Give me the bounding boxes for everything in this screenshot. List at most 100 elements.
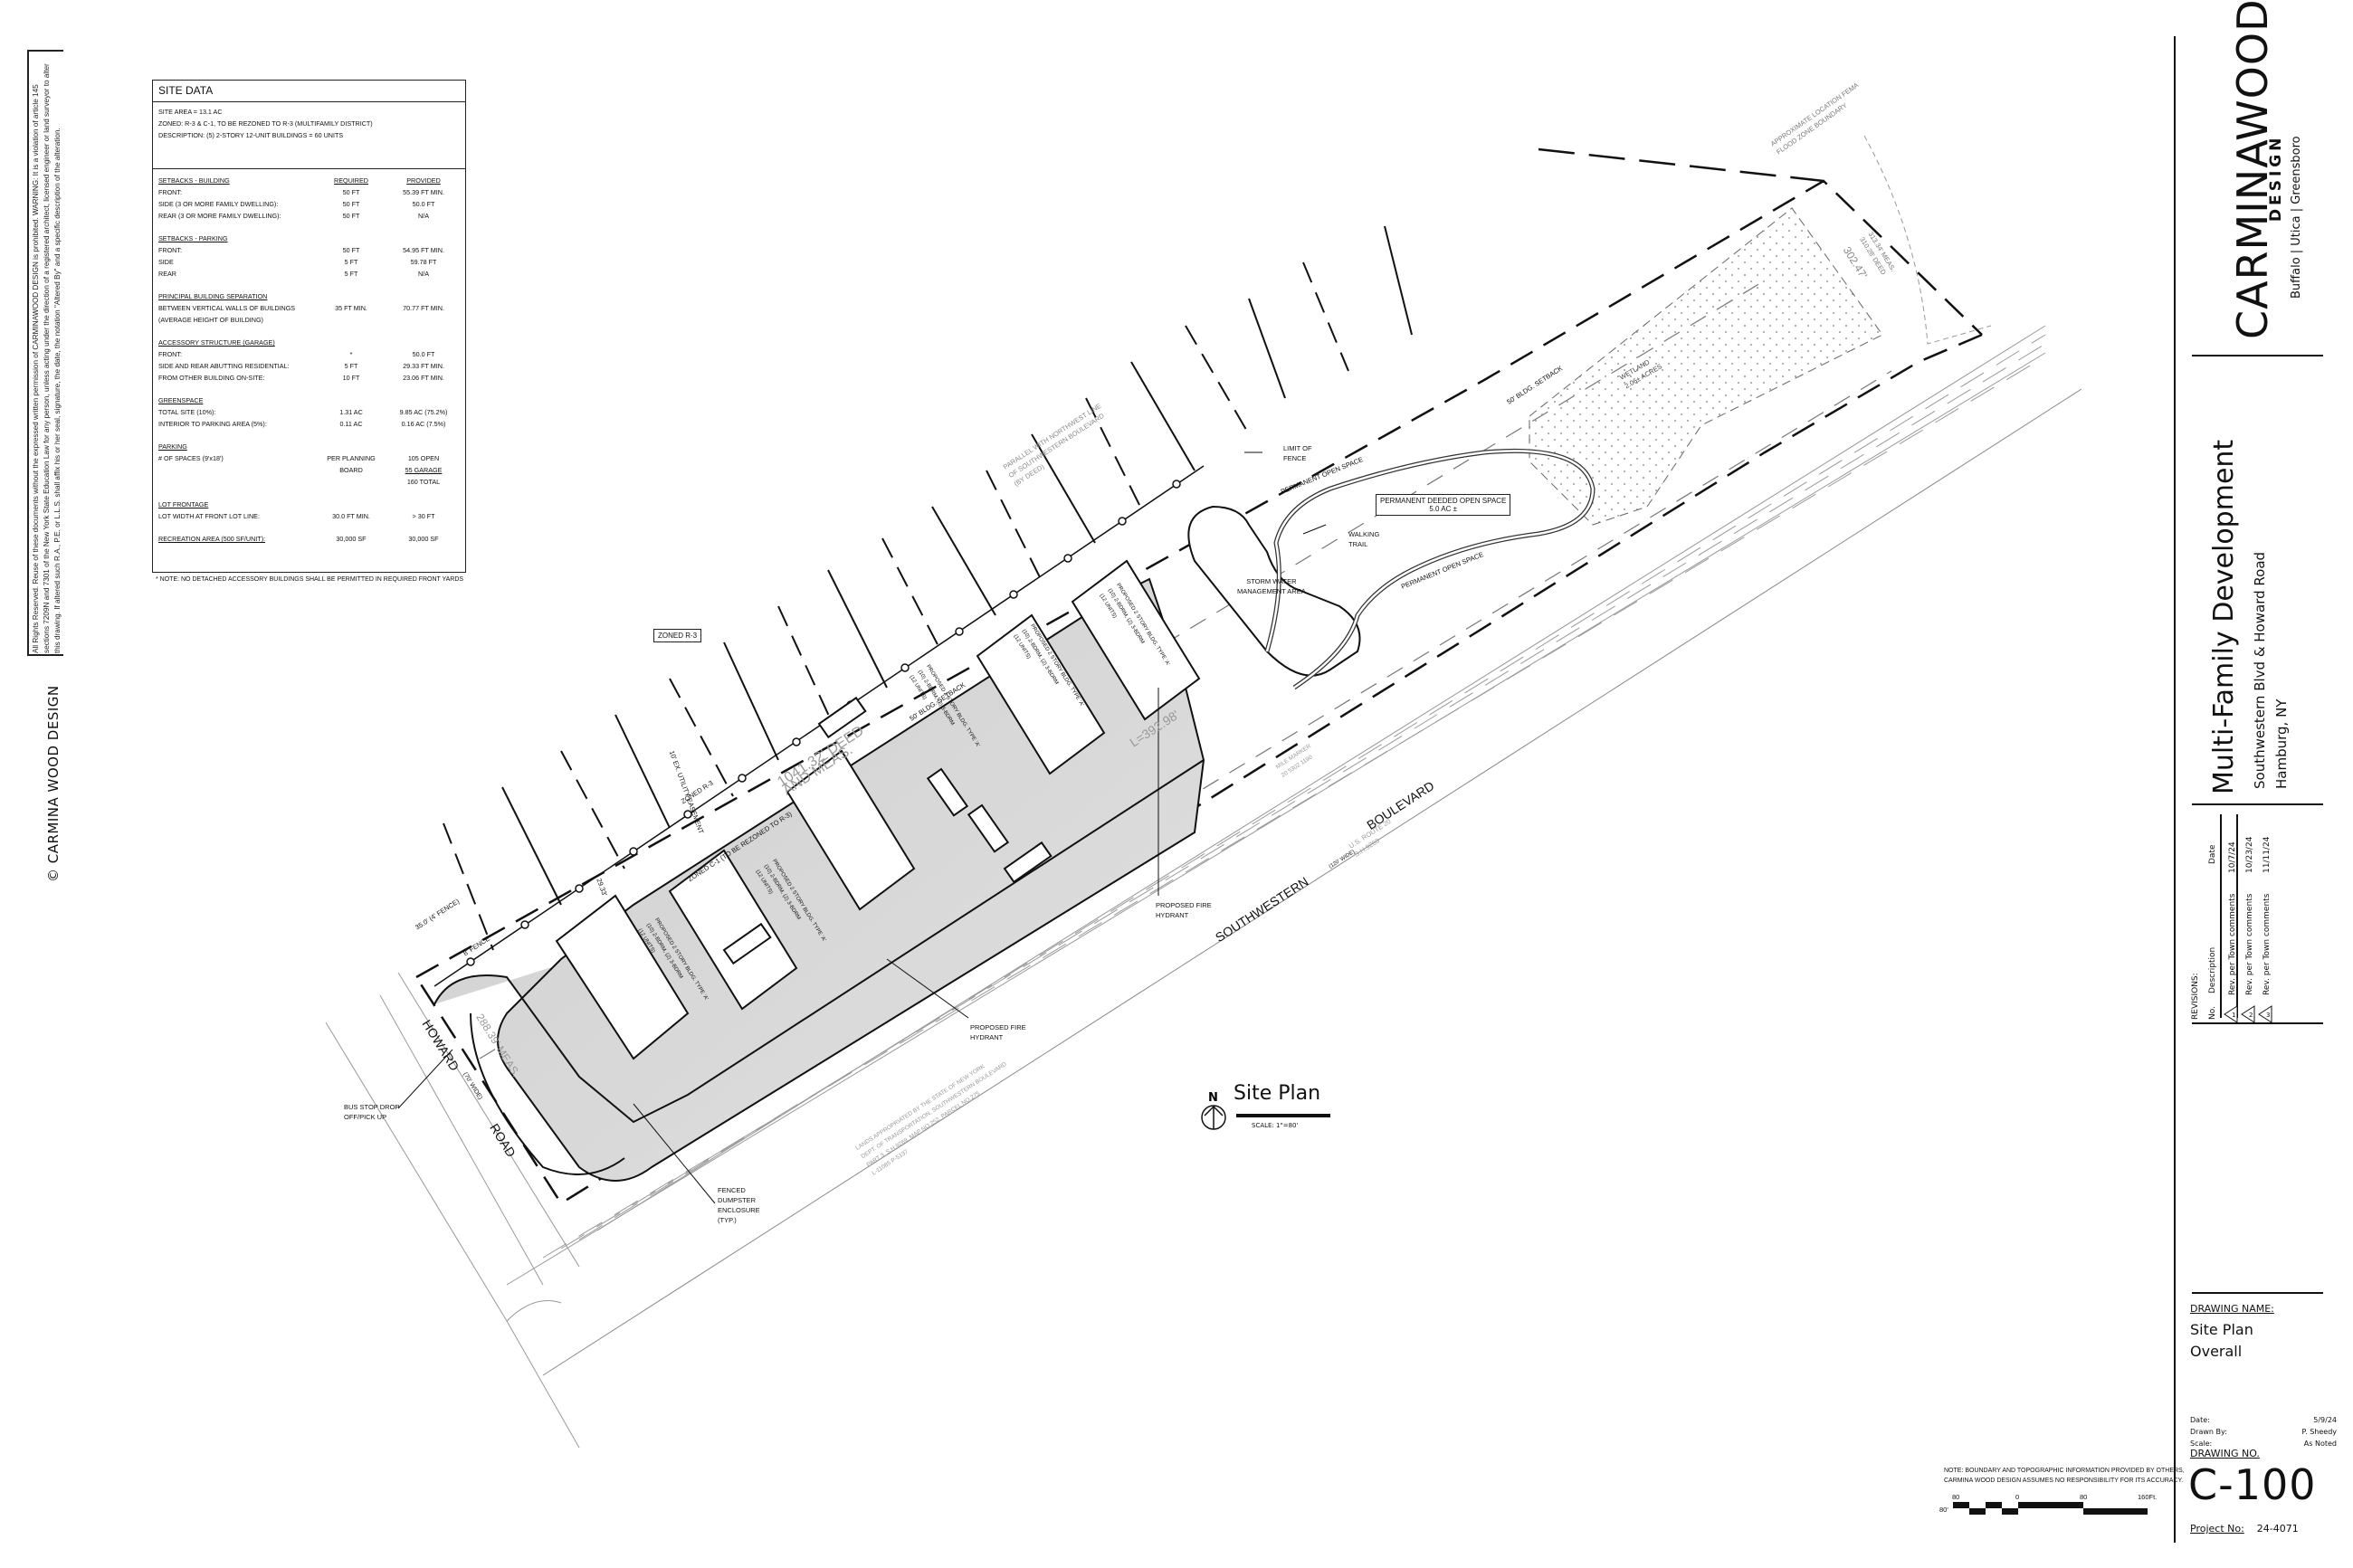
north-arrow-icon: N bbox=[1201, 1091, 1226, 1130]
scale-tick-0: 0 bbox=[2015, 1493, 2020, 1501]
rev-3-desc: Rev. per Town comments bbox=[2262, 893, 2272, 995]
drawing-number: C-100 bbox=[2188, 1460, 2317, 1509]
site-data-section-heading: SETBACKS - PARKING bbox=[158, 234, 228, 242]
site-data-table: SITE DATA SITE AREA = 13.1 AC ZONED: R-3… bbox=[152, 80, 466, 573]
site-data-summary: SITE AREA = 13.1 AC ZONED: R-3 & C-1, TO… bbox=[153, 102, 465, 169]
rev-col-date: Date bbox=[2208, 844, 2217, 864]
revision-triangle-icons: 1 2 3 bbox=[2224, 1005, 2272, 1023]
site-data-requirements: SETBACKS - BUILDING REQUIRED PROVIDED FRONT… bbox=[153, 169, 465, 561]
meta-drawn-by: Drawn By:P. Sheedy bbox=[2190, 1428, 2337, 1436]
site-data-row: (AVERAGE HEIGHT OF BUILDING) bbox=[158, 316, 263, 324]
drawing-no-label: DRAWING NO. bbox=[2190, 1448, 2260, 1459]
scale-tick-80-left: 80 bbox=[1952, 1493, 1960, 1501]
site-data-section-heading: GREENSPACE bbox=[158, 396, 204, 404]
meta-date: Date:5/9/24 bbox=[2190, 1416, 2337, 1424]
scale-left-label: 80' bbox=[1939, 1506, 1948, 1514]
rev-1-date: 10/7/24 bbox=[2228, 841, 2237, 873]
dumpster-label: FENCED DUMPSTER ENCLOSURE (TYP.) bbox=[718, 1186, 760, 1224]
rev-3-date: 11/11/24 bbox=[2262, 836, 2272, 873]
site-plan-scale: SCALE: 1"=80' bbox=[1252, 1122, 1299, 1129]
storm-water-area bbox=[1187, 505, 1361, 677]
southwestern-boulevard bbox=[506, 325, 2082, 1376]
walking-trail-label: WALKING TRAIL bbox=[1348, 530, 1380, 548]
site-data-section-heading: RECREATION AREA (500 SF/UNIT): bbox=[158, 535, 266, 543]
wetland-area bbox=[1529, 207, 1883, 526]
howard-road bbox=[325, 972, 580, 1449]
description: DESCRIPTION: (5) 2-STORY 12-UNIT BUILDIN… bbox=[158, 131, 344, 139]
svg-text:2: 2 bbox=[2249, 1012, 2253, 1019]
boundary-note: NOTE: BOUNDARY AND TOPOGRAPHIC INFORMATI… bbox=[1944, 1468, 2185, 1484]
zoned-r3-box: ZONED R-3 bbox=[653, 629, 702, 642]
site-plan-title-underline bbox=[1236, 1114, 1330, 1117]
flood-zone-line bbox=[1863, 135, 1992, 345]
drawing-name-line-1: Site Plan bbox=[2190, 1321, 2253, 1338]
limit-of-fence-label: LIMIT OF FENCE bbox=[1283, 444, 1312, 462]
drawing-name-label: DRAWING NAME: bbox=[2190, 1303, 2274, 1315]
site-data-row: 160 TOTAL bbox=[406, 478, 441, 486]
site-data-section-heading: PRINCIPAL BUILDING SEPARATION bbox=[158, 292, 268, 300]
firm-logo-sub: DESIGN bbox=[2267, 134, 2285, 222]
site-data-note: * NOTE: NO DETACHED ACCESSORY BUILDINGS … bbox=[156, 576, 464, 583]
site-data-section: LOT FRONTAGE LOT WIDTH AT FRONT LOT LINE:… bbox=[158, 499, 460, 522]
title-block bbox=[2174, 36, 2339, 1543]
project-number: Project No:24-4071 bbox=[2190, 1523, 2299, 1535]
rev-2-desc: Rev. per Town comments bbox=[2245, 893, 2254, 995]
scale-tick-160: 160Ft. bbox=[2138, 1493, 2158, 1501]
meta-scale: Scale:As Noted bbox=[2190, 1440, 2337, 1448]
svg-text:1: 1 bbox=[2232, 1012, 2235, 1019]
site-plan-title: Site Plan bbox=[1234, 1082, 1321, 1105]
firm-cities: Buffalo | Utica | Greensboro bbox=[2290, 136, 2303, 299]
col-required-header: REQUIRED bbox=[334, 176, 368, 185]
col-provided-header: PROVIDED bbox=[406, 176, 441, 185]
rev-1-desc: Rev. per Town comments bbox=[2228, 893, 2237, 995]
zoning: ZONED: R-3 & C-1, TO BE REZONED TO R-3 (… bbox=[158, 119, 373, 128]
revisions-table bbox=[2188, 805, 2320, 1022]
revisions-label: REVISIONS: bbox=[2191, 973, 2200, 1020]
garages bbox=[722, 696, 1053, 965]
site-area: SITE AREA = 13.1 AC bbox=[158, 108, 223, 116]
project-title: Multi-Family Development bbox=[2208, 439, 2240, 794]
svg-text:3: 3 bbox=[2266, 1012, 2270, 1019]
site-data-section: ACCESSORY STRUCTURE (GARAGE) FRONT:*50.0 … bbox=[158, 337, 460, 384]
rev-col-desc: Description bbox=[2208, 946, 2217, 993]
project-address: Southwestern Blvd & Howard Road bbox=[2252, 551, 2268, 789]
legal-notice-bracket bbox=[27, 50, 63, 656]
proposed-buildings bbox=[555, 559, 1201, 1060]
site-data-section-heading: ACCESSORY STRUCTURE (GARAGE) bbox=[158, 338, 275, 347]
rev-2-date: 10/23/24 bbox=[2245, 836, 2254, 873]
site-plan-drawing bbox=[325, 135, 2082, 1449]
site-data-section-heading: PARKING bbox=[158, 442, 187, 451]
site-data-row: FRONT:*50.0 FT bbox=[158, 350, 435, 358]
scale-tick-80: 80 bbox=[2080, 1493, 2088, 1501]
graphic-scale-bar bbox=[1953, 1502, 2148, 1515]
parking-area bbox=[433, 577, 1205, 1182]
site-data-section: SETBACKS - BUILDING REQUIRED PROVIDED FRONT… bbox=[158, 175, 460, 222]
svg-text:N: N bbox=[1208, 1091, 1218, 1105]
site-data-section-heading: SETBACKS - BUILDING bbox=[158, 176, 230, 185]
site-data-row: LOT WIDTH AT FRONT LOT LINE:30.0 FT MIN.… bbox=[158, 512, 435, 520]
fire-hydrant-label-2: PROPOSED FIRE HYDRANT bbox=[1156, 901, 1212, 919]
fire-hydrant-label-1: PROPOSED FIRE HYDRANT bbox=[970, 1023, 1026, 1041]
neighbor-lot-lines bbox=[443, 225, 1413, 951]
site-data-section-heading: LOT FRONTAGE bbox=[158, 500, 209, 508]
site-data-title: SITE DATA bbox=[153, 81, 465, 102]
storm-water-label: STORM WATER MANAGEMENT AREA bbox=[1237, 577, 1306, 595]
drawing-name-line-2: Overall bbox=[2190, 1343, 2243, 1360]
